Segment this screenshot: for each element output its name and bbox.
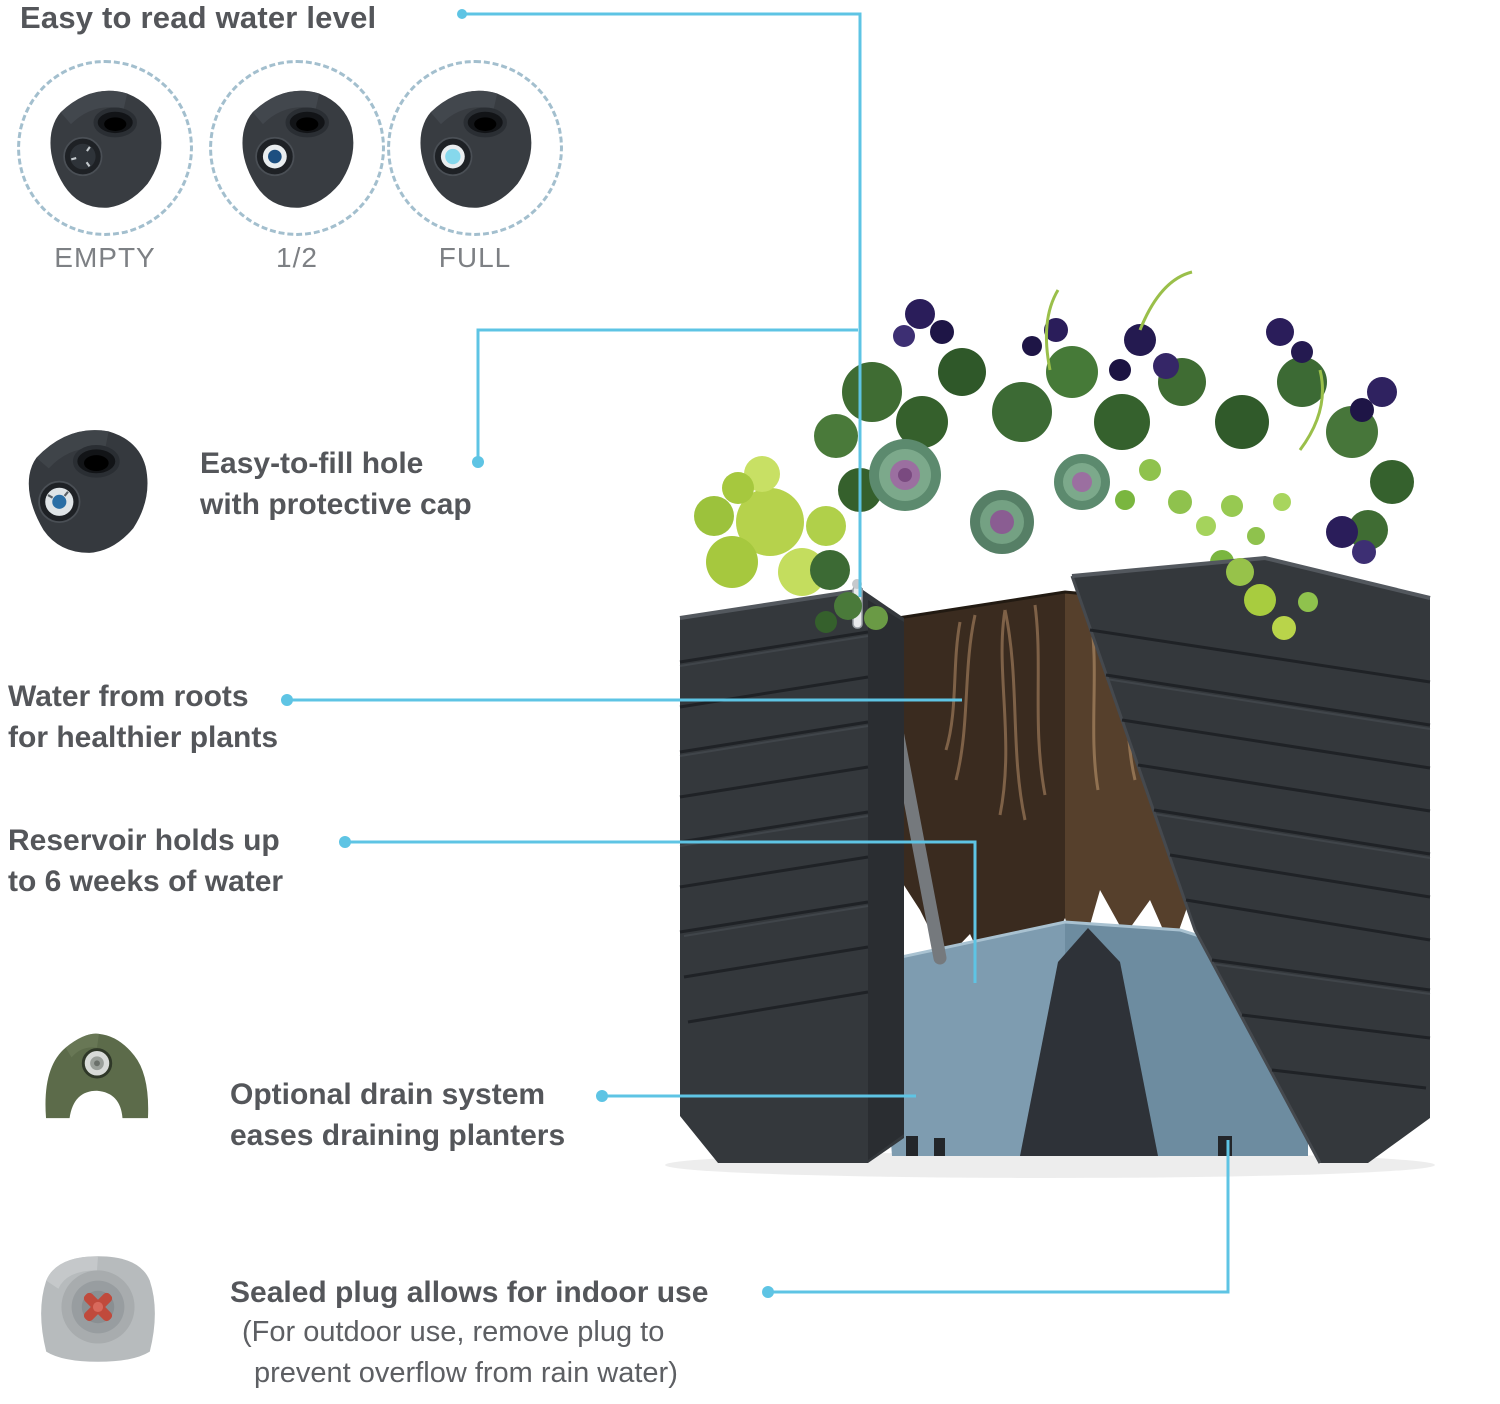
grass-blades [1044,270,1324,451]
kale-rosette [1054,454,1110,510]
sealed-plug-icon [41,1256,155,1362]
drain-notch-right [1218,1136,1232,1156]
center-divider [1020,928,1158,1156]
drain-text: Optional drain system eases draining pla… [230,1074,565,1156]
reservoir-line2: to 6 weeks of water [8,865,284,898]
right-planter-shell [1070,555,1431,1164]
plug-note: (For outdoor use, remove plug to prevent… [242,1312,678,1394]
drain-notch-left [906,1136,918,1156]
water-level-state-half [209,60,385,236]
plants-foliage [694,270,1414,605]
drain-line1: Optional drain system [230,1078,546,1111]
drain-notch-left2 [934,1138,945,1156]
state-label-half: 1/2 [276,242,318,273]
kale-rosette [869,439,941,511]
water-level-state-empty [17,60,193,236]
fill-hole-line1: Easy-to-fill hole [200,447,424,480]
plants-overhang [815,558,1318,640]
roots-line1: Water from roots [8,680,249,713]
fill-hole-line2: with protective cap [200,488,472,521]
callout-dot-drain [596,1090,608,1102]
callout-dot-roots [281,694,293,706]
fill-hole-cap-icon [28,430,148,553]
planter-cutaway-illustration [665,270,1435,1178]
plug-note-line2: prevent overflow from rain water) [254,1357,678,1389]
roots-line2: for healthier plants [8,721,279,754]
roots-left [944,604,1047,821]
state-label-empty: EMPTY [54,242,156,273]
drain-line2: eases draining planters [230,1119,566,1152]
reservoir-text: Reservoir holds up to 6 weeks of water [8,820,283,902]
callout-dot-reservoir [339,836,351,848]
reservoir-line1: Reservoir holds up [8,824,280,857]
water-level-state-full [387,60,563,236]
viola-flowers [893,299,1397,605]
water-level-full-icon [420,90,532,208]
kale-rosette [970,490,1034,554]
state-label-full: FULL [438,242,512,273]
roots-text: Water from roots for healthier plants [8,676,278,758]
drain-system-icon [45,1033,149,1119]
fill-hole-text: Easy-to-fill hole with protective cap [200,443,472,525]
callout-dot-water-level [457,9,467,19]
callout-dot-plug [762,1286,774,1298]
left-planter-shell [679,588,904,1163]
plug-title: Sealed plug allows for indoor use [230,1276,709,1309]
water-level-half-icon [242,90,354,208]
water-level-empty-icon [50,90,162,208]
water-level-title: Easy to read water level [20,0,377,35]
callout-dot-fill-hole [472,456,484,468]
plug-note-line1: (For outdoor use, remove plug to [242,1316,665,1348]
